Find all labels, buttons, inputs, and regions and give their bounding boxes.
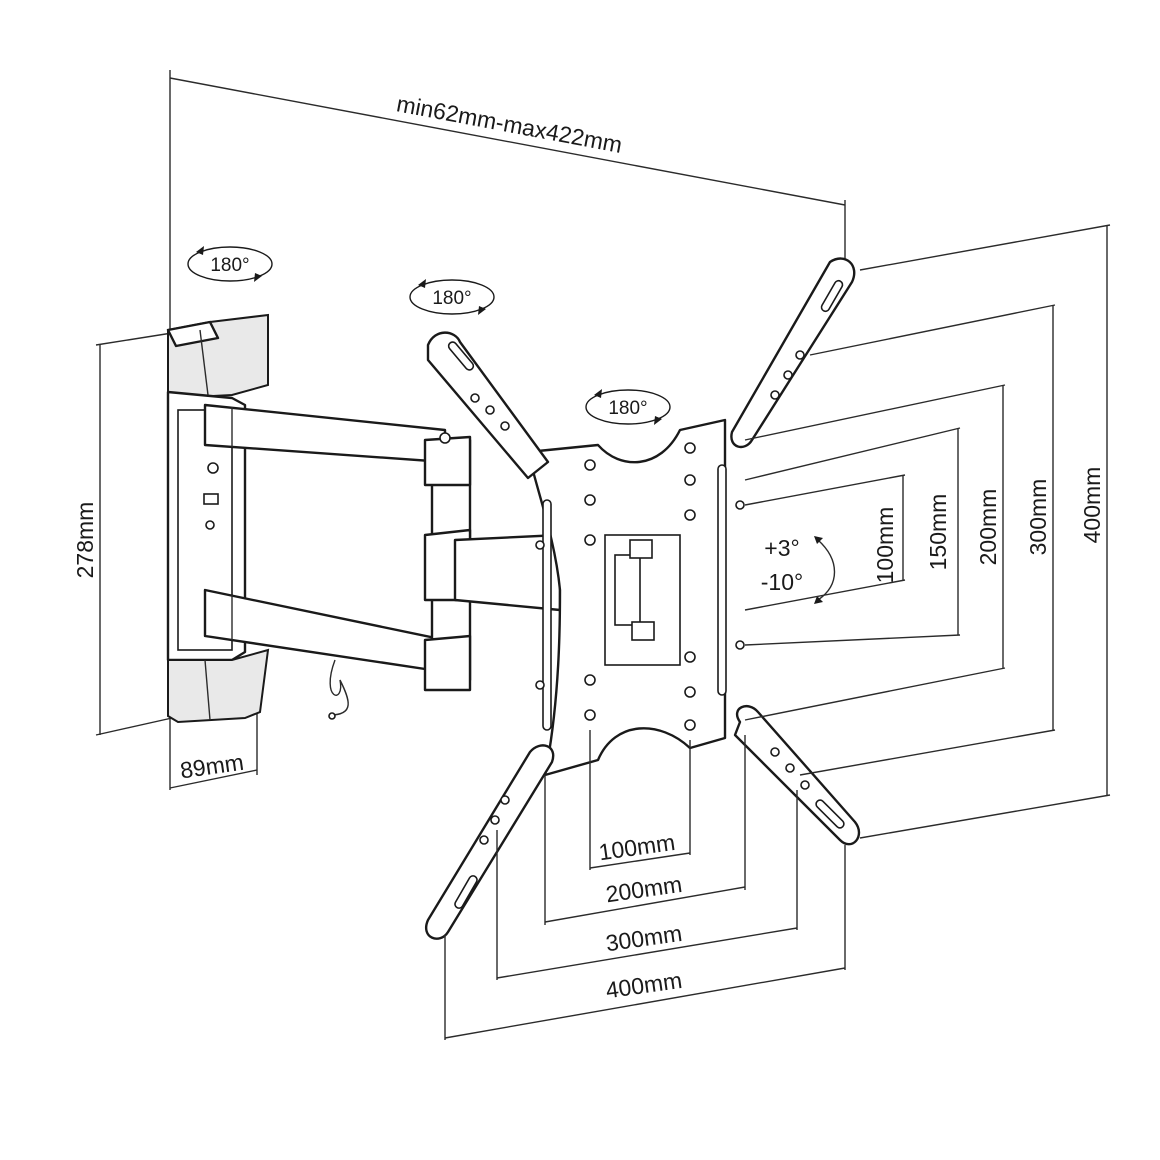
vesa-h-300-label: 300mm: [604, 920, 684, 956]
tilt-up-label: +3°: [764, 535, 799, 561]
vesa-v-400-label: 400mm: [1079, 467, 1105, 544]
vesa-v-150-label: 150mm: [925, 494, 951, 571]
vesa-arm-top-left: [426, 331, 550, 480]
tilt-arrow-up-icon: [814, 536, 823, 544]
rotation-label: 180°: [210, 255, 249, 276]
vesa-vertical-dimensions: 400mm 300mm 200mm 150mm 100mm: [744, 224, 1111, 839]
rotation-label: 180°: [432, 288, 471, 309]
wall-plate-width-label: 89mm: [178, 749, 245, 784]
arm-extension-label: min62mm-max422mm: [395, 90, 625, 158]
vesa-h-200-label: 200mm: [604, 871, 684, 907]
vesa-plate: [526, 418, 745, 777]
wall-plate-height-label: 278mm: [72, 502, 98, 579]
vesa-arm-bottom-left: [425, 744, 555, 940]
rotation-label: 180°: [608, 398, 647, 419]
vesa-h-100-label: 100mm: [597, 829, 677, 865]
tilt-arrow-down-icon: [814, 596, 823, 604]
vesa-v-300-label: 300mm: [1025, 479, 1051, 556]
rotation-badge-plate: 180°: [585, 389, 671, 425]
tilt-indicator: +3° -10°: [761, 535, 836, 604]
vesa-arm-top-right: [730, 257, 856, 449]
vesa-v-200-label: 200mm: [975, 489, 1001, 566]
tilt-down-label: -10°: [761, 569, 803, 595]
vesa-v-100-label: 100mm: [872, 507, 898, 584]
arm-extension-dimension: min62mm-max422mm: [169, 70, 846, 330]
rotation-badge-wall: 180°: [187, 246, 273, 282]
wall-plate: [166, 313, 270, 724]
rotation-badge-arm: 180°: [409, 279, 495, 315]
swing-arms: [203, 403, 562, 720]
vesa-arm-bottom-right: [733, 705, 861, 846]
wall-plate-height-dimension: 278mm: [72, 332, 173, 736]
